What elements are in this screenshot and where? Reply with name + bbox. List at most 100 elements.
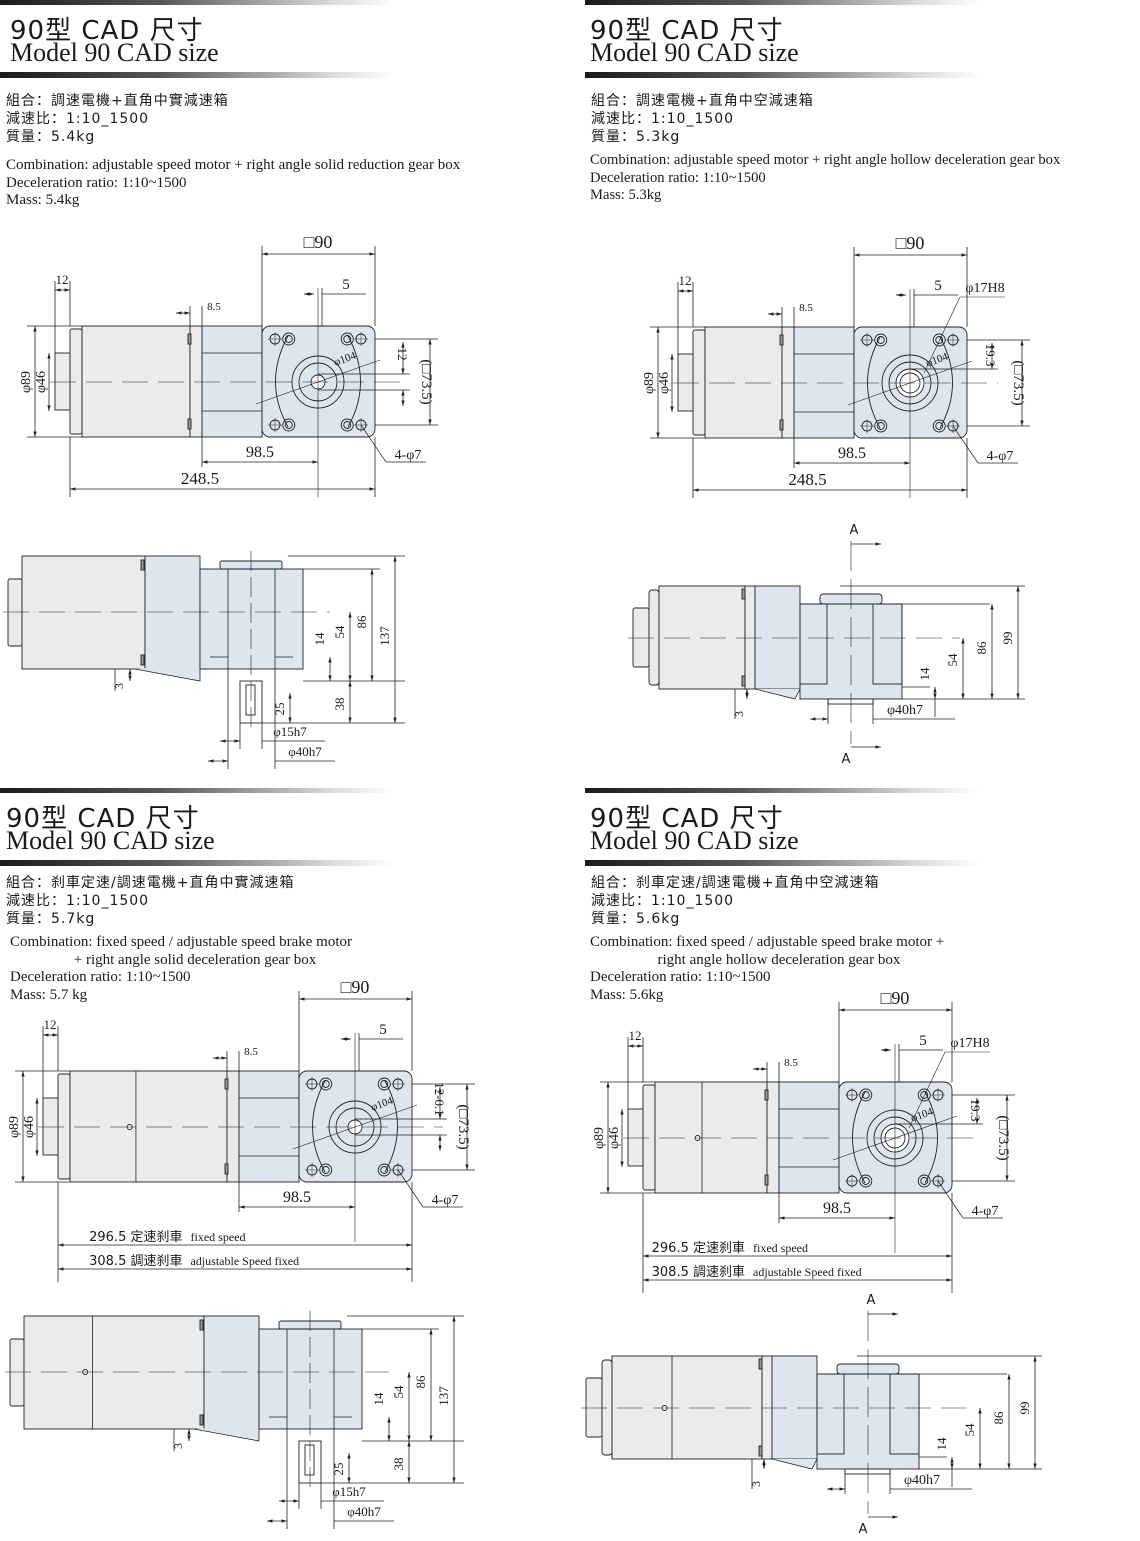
bolt-boss (340, 332, 354, 346)
motor-body (704, 326, 783, 439)
dimension-label: 14 (312, 632, 327, 646)
dimension-label: 5 (379, 1022, 387, 1038)
bolt-head (343, 335, 352, 343)
spec-combination-cn: 組合：刹車定速/調速電機+直角中實減速箱 (6, 875, 295, 891)
header-rule (585, 788, 980, 793)
flange-tab (741, 588, 746, 600)
bolt-head (380, 1166, 389, 1174)
motor-end-cap (692, 329, 706, 436)
dimension-label: 86 (991, 1411, 1006, 1425)
motor-flange (766, 1081, 780, 1194)
bolt-boss (282, 332, 296, 346)
motor-flange (761, 1355, 773, 1460)
motor-shaft-hub (7, 578, 23, 647)
dimension-label: 4-φ7 (432, 1193, 459, 1208)
spec-combination-cn: 組合：調速電機+直角中實減速箱 (6, 93, 229, 109)
spec-combination-en: Combination: adjustable speed motor + ri… (590, 152, 1061, 168)
output-flange (827, 698, 874, 705)
spec-ratio-cn: 減速比：1:10_1500 (591, 893, 735, 909)
bolt-head (876, 422, 885, 430)
flange-tab (187, 333, 192, 345)
bolt-head (284, 421, 293, 429)
dimension-label: 248.5 (788, 470, 826, 489)
dimension-label: 98.5 (838, 445, 866, 462)
dimension-label: 54 (391, 1385, 406, 1399)
flange-tab (140, 559, 145, 571)
dimension-label: 4-φ7 (987, 449, 1014, 464)
flange-tab (199, 1414, 204, 1426)
flange-tab (779, 419, 784, 431)
gearbox-foot (754, 688, 801, 700)
motor-shaft-hub (585, 1377, 603, 1438)
bolt-head (935, 336, 944, 344)
section-model90-hollow: 90型 CAD 尺寸 Model 90 CAD size 組合：調速電機+直角中… (585, 0, 1140, 215)
shaft-key (245, 684, 256, 716)
dimension-label: 19.3 (983, 344, 998, 367)
dimension-label: 14 (934, 1437, 949, 1451)
line (847, 360, 973, 406)
dimension-label: □90 (304, 232, 333, 252)
flange-tab (140, 654, 145, 666)
dimension-label: 4-φ7 (395, 448, 422, 463)
dimension-label: 38 (391, 1458, 406, 1471)
section-title-en: Model 90 CAD size (590, 38, 799, 67)
dimension-label: 308.5 調速刹車 (89, 1254, 182, 1269)
spec-mass-en: Mass: 5.7 kg (10, 986, 88, 1003)
spec-en: Combination: fixed speed / adjustable sp… (10, 934, 352, 1004)
dimension-label: φ46 (607, 1127, 622, 1149)
bolt-head (321, 1166, 330, 1174)
gearbox-foot (771, 1458, 818, 1470)
shaft-key (304, 1444, 315, 1476)
bolt-head (343, 421, 352, 429)
bolt-head (920, 1091, 929, 1099)
dimension-label: 8.5 (244, 1046, 258, 1058)
dimension-label: φ40h7 (347, 1504, 381, 1519)
section-label: A (859, 1522, 868, 1537)
dimension-label: 3 (749, 1481, 763, 1487)
bolt-boss (874, 333, 888, 347)
dimension-label: 137 (377, 626, 392, 646)
spec-mass-en: Mass: 5.4kg (6, 192, 80, 208)
flange-tab (199, 1319, 204, 1331)
section-title-cn: 90型 CAD 尺寸 (6, 804, 200, 834)
header-rule (0, 0, 395, 5)
spec-mass-cn: 質量：5.6kg (591, 911, 681, 927)
gearbox-body (203, 1315, 260, 1430)
motor-body (611, 1355, 763, 1460)
spec-combination-en-cont: + right angle solid deceleration gear bo… (10, 951, 317, 968)
section-label: A (850, 523, 859, 538)
dimension-label: φ46 (34, 371, 49, 393)
dimension-label: 25 (272, 703, 287, 716)
spec-en: Combination: fixed speed / adjustable sp… (590, 934, 944, 1004)
hollow-wall (816, 1373, 845, 1455)
gearbox-body (144, 555, 201, 670)
dimension-label: □90 (341, 977, 370, 997)
dimension-label: □90 (896, 233, 925, 253)
dimension-label: φ40h7 (904, 1473, 940, 1488)
spec-mass-cn: 質量：5.7kg (6, 911, 96, 927)
spec-en: Combination: adjustable speed motor + ri… (590, 152, 1060, 205)
bolt-head (321, 1080, 330, 1088)
dimension-label: 98.5 (283, 1189, 311, 1206)
dimension-label: 38 (332, 698, 347, 711)
bolt-boss (917, 1088, 931, 1102)
header-rule (585, 72, 980, 78)
dimension-label: 12 (395, 348, 410, 361)
hollow-wall (872, 603, 903, 685)
spec-cn: 組合：刹車定速/調速電機+直角中空減速箱 減速比：1:10_1500 質量：5.… (591, 874, 879, 928)
dimension-label: 54 (332, 625, 347, 639)
spec-ratio-en: Deceleration ratio: 1:10~1500 (10, 969, 191, 985)
section-model90-solid: 90型 CAD 尺寸 Model 90 CAD size 組合：調速電機+直角中… (0, 0, 570, 215)
bolt-boss (874, 419, 888, 433)
flange-tab (764, 1174, 769, 1186)
spec-cn: 組合：調速電機+直角中空減速箱 減速比：1:10_1500 質量：5.3kg (591, 92, 814, 146)
dimension-label: 14 (371, 1392, 386, 1406)
line (923, 296, 961, 374)
gearbox-body (201, 325, 263, 438)
bolt-head (380, 1080, 389, 1088)
dimension-label: 86 (354, 615, 369, 629)
dimension-label: 19.3 (968, 1099, 983, 1122)
